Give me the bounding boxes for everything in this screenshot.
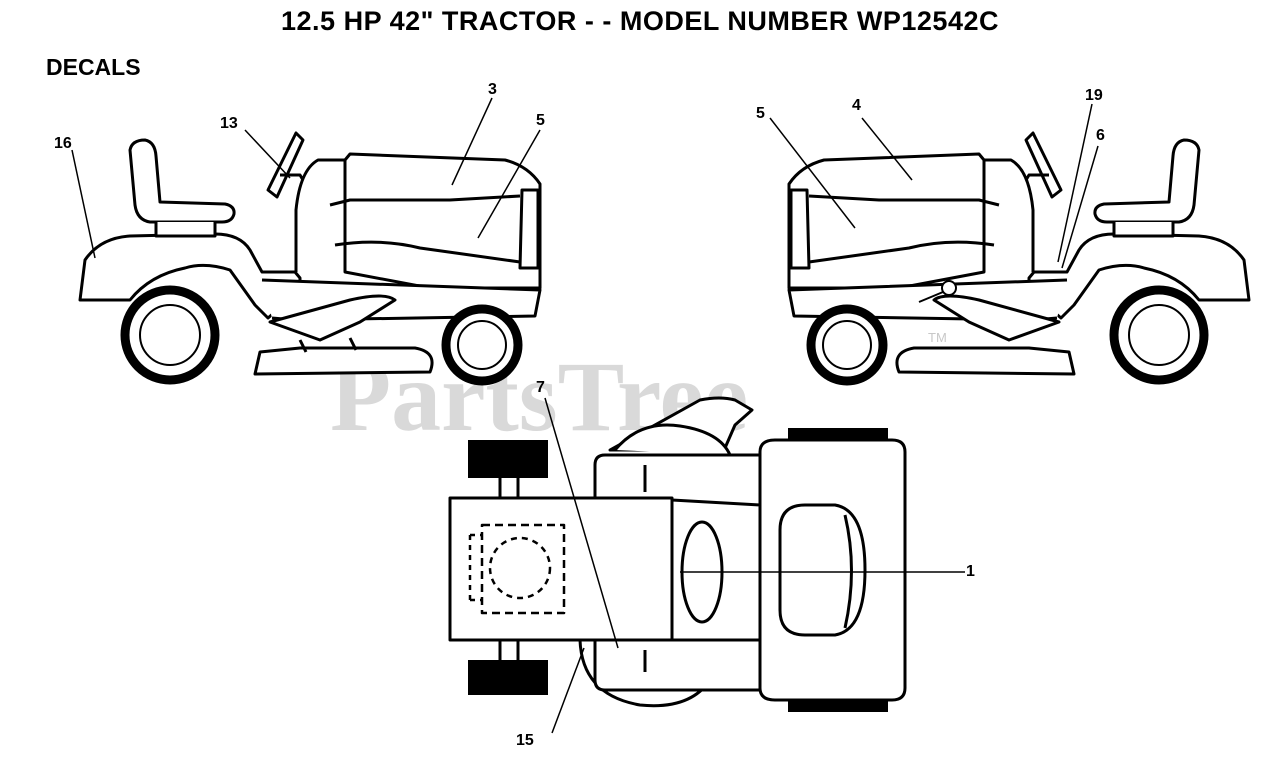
grille: [789, 188, 811, 270]
callout-1: 1: [966, 563, 975, 580]
seat-base: [154, 222, 217, 238]
page-title: 12.5 HP 42" TRACTOR - - MODEL NUMBER WP1…: [281, 6, 999, 36]
tractor-left-side-view: [78, 131, 542, 386]
seat-outline-dashed: [480, 523, 566, 615]
callout-19: 19: [1085, 87, 1103, 104]
deck-top-outline: [613, 423, 732, 456]
seat-side-dashed: [468, 533, 482, 602]
rear-tire-top: [468, 440, 548, 478]
callout-5-left: 5: [536, 112, 545, 129]
hood: [787, 152, 986, 290]
front-hub-right: [822, 320, 872, 370]
hood: [343, 152, 542, 290]
callout-16: 16: [54, 135, 72, 152]
dash: [294, 158, 347, 272]
rear-tire-bottom: [468, 660, 548, 695]
tractor-top-view: [448, 396, 907, 712]
callout-13: 13: [220, 115, 238, 132]
front-wheel-right: [806, 304, 888, 386]
mower-deck: [895, 346, 1076, 376]
gear-knob: [941, 280, 957, 296]
dash: [982, 158, 1035, 272]
hood-crease: [329, 194, 521, 207]
gear-lever: [918, 291, 944, 303]
seat: [1093, 138, 1201, 224]
hood-lower: [334, 240, 521, 264]
seat-area: [448, 496, 674, 642]
callout-6: 6: [1096, 127, 1105, 144]
callout-7: 7: [536, 379, 545, 396]
front-hub-left: [457, 320, 507, 370]
axle-bottom: [498, 640, 520, 660]
callout-5-right: 5: [756, 105, 765, 122]
axle-top: [498, 478, 520, 498]
section-heading: DECALS: [46, 54, 141, 80]
callout-labels: 16 13 3 5 5 4 19 6 7 1 15: [54, 81, 1105, 749]
deck-hanger: [298, 337, 358, 353]
callout-4: 4: [852, 97, 861, 114]
callout-3: 3: [488, 81, 497, 98]
rear-hub-left: [139, 304, 201, 366]
leader-lines: [71, 97, 1099, 734]
front-wheel-left: [441, 304, 523, 386]
grille: [518, 188, 540, 270]
steering-wheel: [266, 131, 305, 199]
callout-15: 15: [516, 732, 534, 749]
tractor-right-side-view: [787, 131, 1251, 386]
rear-wheel-left: [120, 285, 220, 385]
seat: [128, 138, 236, 224]
grille-inner: [843, 514, 853, 629]
steering-wheel: [1024, 131, 1063, 199]
deck-lift: [932, 294, 1061, 342]
deck-lift: [268, 294, 397, 342]
hood-lower: [808, 240, 995, 264]
mower-deck: [253, 346, 434, 376]
watermark-trademark: TM: [928, 330, 947, 345]
hood-crease: [808, 194, 1000, 207]
rear-wheel-right: [1109, 285, 1209, 385]
grille-top: [778, 503, 867, 637]
rear-hub-right: [1128, 304, 1190, 366]
seat-round-dashed: [488, 536, 552, 600]
seat-base: [1112, 222, 1175, 238]
